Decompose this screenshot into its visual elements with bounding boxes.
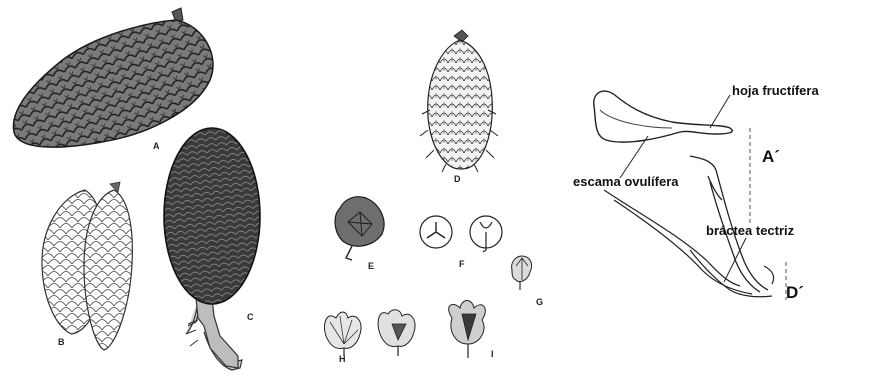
bud-g-illustration [512,256,532,290]
label-escama-ovulifera: escama ovulífera [573,174,679,189]
scale-f-illustration [420,216,502,252]
label-h: H [339,354,346,364]
label-d: D [454,174,461,184]
label-e: E [368,261,374,271]
label-f: F [459,259,465,269]
cone-b-illustration [42,182,132,350]
flower-i-illustration [449,301,486,359]
label-a-prime: A´ [762,147,780,166]
label-bractea-tectriz: bráctea tectriz [706,223,795,238]
label-g: G [536,297,543,307]
seed-e-illustration [335,197,384,260]
cone-a-illustration [13,8,213,147]
cone-d-illustration [420,30,498,172]
flower-h-illustration [324,310,415,356]
label-d-prime: D´ [786,283,804,302]
label-hoja-fructifera: hoja fructífera [732,83,819,98]
label-a: A [153,141,160,151]
label-c: C [247,312,254,322]
label-b: B [58,337,65,347]
label-i: I [491,349,494,359]
cone-c-illustration [164,128,260,370]
